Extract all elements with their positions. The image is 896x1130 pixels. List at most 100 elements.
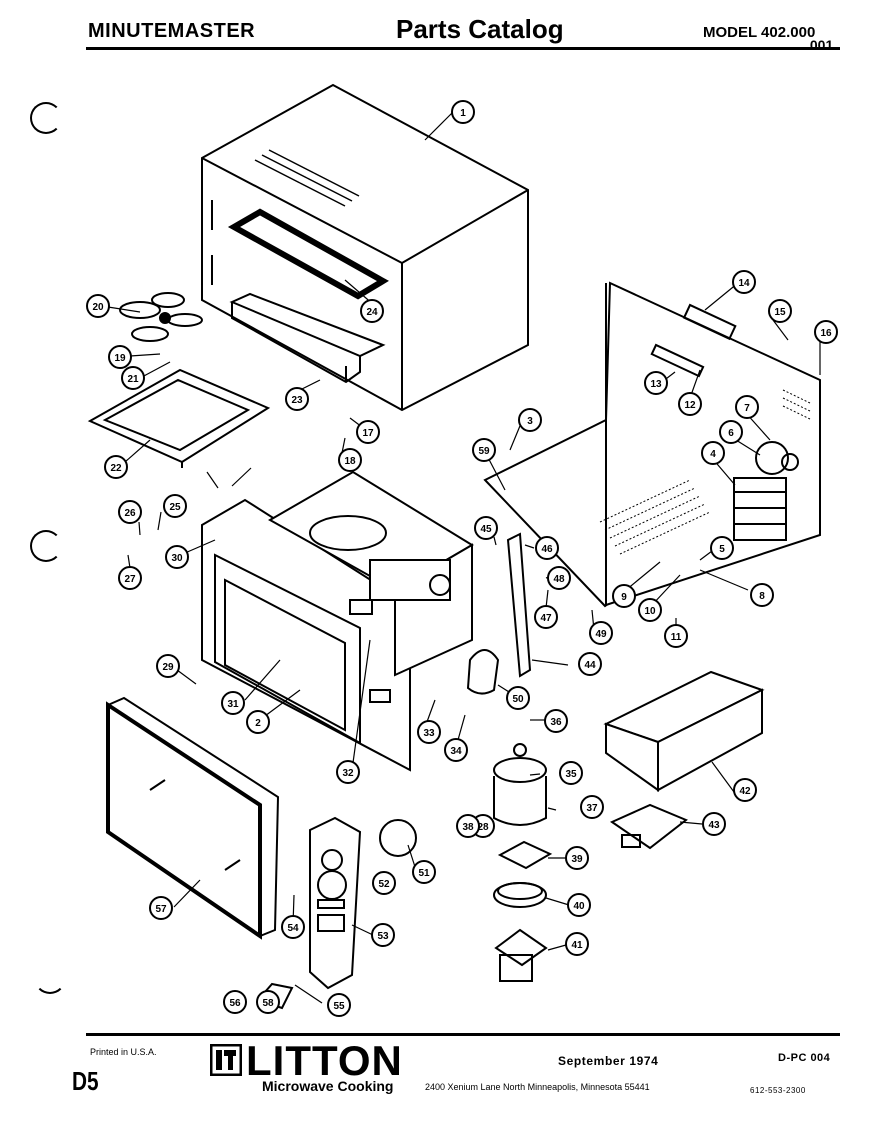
callout-22: 22 (104, 455, 128, 479)
callout-33: 33 (417, 720, 441, 744)
callout-41: 41 (565, 932, 589, 956)
magnetron (493, 743, 547, 826)
svg-text:6: 6 (728, 428, 734, 439)
company-address: 2400 Xenium Lane North Minneapolis, Minn… (425, 1082, 650, 1092)
svg-text:17: 17 (362, 428, 374, 439)
oven-cavity (201, 470, 474, 772)
page-code: D5 (72, 1066, 99, 1096)
svg-text:10: 10 (644, 606, 656, 617)
svg-text:32: 32 (342, 768, 354, 779)
svg-text:24: 24 (366, 307, 378, 318)
footer-rule (86, 1033, 840, 1036)
svg-text:13: 13 (650, 379, 662, 390)
callout-4: 4 (701, 441, 725, 465)
callout-45: 45 (474, 516, 498, 540)
callout-27: 27 (118, 566, 142, 590)
callout-bubbles: 1234567891011121314151617181920212223242… (86, 100, 838, 1017)
waveguide-cover (229, 292, 386, 384)
callout-6: 6 (719, 420, 743, 444)
binder-hole (30, 102, 62, 134)
svg-text:15: 15 (774, 307, 786, 318)
callout-48: 48 (547, 566, 571, 590)
callout-43: 43 (702, 812, 726, 836)
callout-53: 53 (371, 923, 395, 947)
svg-text:36: 36 (550, 717, 562, 728)
svg-text:42: 42 (739, 786, 751, 797)
svg-text:53: 53 (377, 931, 389, 942)
svg-text:54: 54 (287, 923, 299, 934)
svg-text:34: 34 (450, 746, 462, 757)
callout-20: 20 (86, 294, 110, 318)
svg-text:58: 58 (262, 998, 274, 1009)
svg-text:22: 22 (110, 463, 122, 474)
svg-text:44: 44 (584, 660, 596, 671)
binder-hole (34, 962, 66, 994)
callout-12: 12 (678, 392, 702, 416)
logo-subtitle: Microwave Cooking (262, 1078, 394, 1094)
svg-text:59: 59 (478, 446, 490, 457)
callout-10: 10 (638, 598, 662, 622)
callout-23: 23 (285, 387, 309, 411)
svg-text:18: 18 (344, 456, 356, 467)
svg-text:41: 41 (571, 940, 583, 951)
svg-text:4: 4 (710, 449, 716, 460)
component-cover (603, 670, 765, 792)
svg-text:26: 26 (124, 508, 136, 519)
callout-36: 36 (544, 709, 568, 733)
header-rule (86, 47, 840, 50)
svg-text:16: 16 (820, 328, 832, 339)
callout-26: 26 (118, 500, 142, 524)
callout-55: 55 (327, 993, 351, 1017)
callout-34: 34 (444, 738, 468, 762)
svg-text:52: 52 (378, 879, 390, 890)
callout-35: 35 (559, 761, 583, 785)
callout-31: 31 (221, 691, 245, 715)
callout-49: 49 (589, 621, 613, 645)
stirrer-motor (494, 928, 548, 982)
svg-text:56: 56 (229, 998, 241, 1009)
brand-name: MINUTEMASTER (88, 20, 256, 42)
svg-text:43: 43 (708, 820, 720, 831)
callout-51: 51 (412, 860, 436, 884)
callout-1: 1 (451, 100, 475, 124)
stirrer-disc (493, 882, 547, 908)
svg-text:21: 21 (127, 374, 139, 385)
dial-disc (379, 819, 417, 857)
svg-text:20: 20 (92, 302, 104, 313)
callout-8: 8 (750, 583, 774, 607)
interlock-switch (466, 649, 500, 695)
svg-text:31: 31 (227, 699, 239, 710)
latch-bracket (506, 532, 532, 678)
callout-30: 30 (165, 545, 189, 569)
timer-motor (755, 441, 799, 475)
callout-25: 25 (163, 494, 187, 518)
callout-5: 5 (710, 536, 734, 560)
svg-text:8: 8 (759, 591, 765, 602)
callout-52: 52 (372, 871, 396, 895)
transformer (733, 477, 787, 541)
svg-text:50: 50 (512, 694, 524, 705)
svg-text:37: 37 (586, 803, 598, 814)
callout-46: 46 (535, 536, 559, 560)
svg-text:57: 57 (155, 904, 167, 915)
svg-text:14: 14 (738, 278, 750, 289)
callout-40: 40 (567, 893, 591, 917)
svg-text:12: 12 (684, 400, 696, 411)
door-seal (227, 208, 389, 300)
svg-text:23: 23 (291, 395, 303, 406)
callout-2: 2 (246, 710, 270, 734)
callout-18: 18 (338, 448, 362, 472)
callout-56: 56 (223, 990, 247, 1014)
svg-text:40: 40 (573, 901, 585, 912)
litton-logo-icon (210, 1044, 242, 1076)
filter-pad (497, 840, 553, 870)
document-code: D-PC 004 (778, 1052, 831, 1064)
callout-39: 39 (565, 846, 589, 870)
litton-logo-text: LITTON (246, 1037, 403, 1084)
bottom-tray (87, 368, 271, 468)
svg-text:7: 7 (744, 403, 750, 414)
callout-17: 17 (356, 420, 380, 444)
svg-text:27: 27 (124, 574, 136, 585)
svg-text:1: 1 (460, 108, 466, 119)
